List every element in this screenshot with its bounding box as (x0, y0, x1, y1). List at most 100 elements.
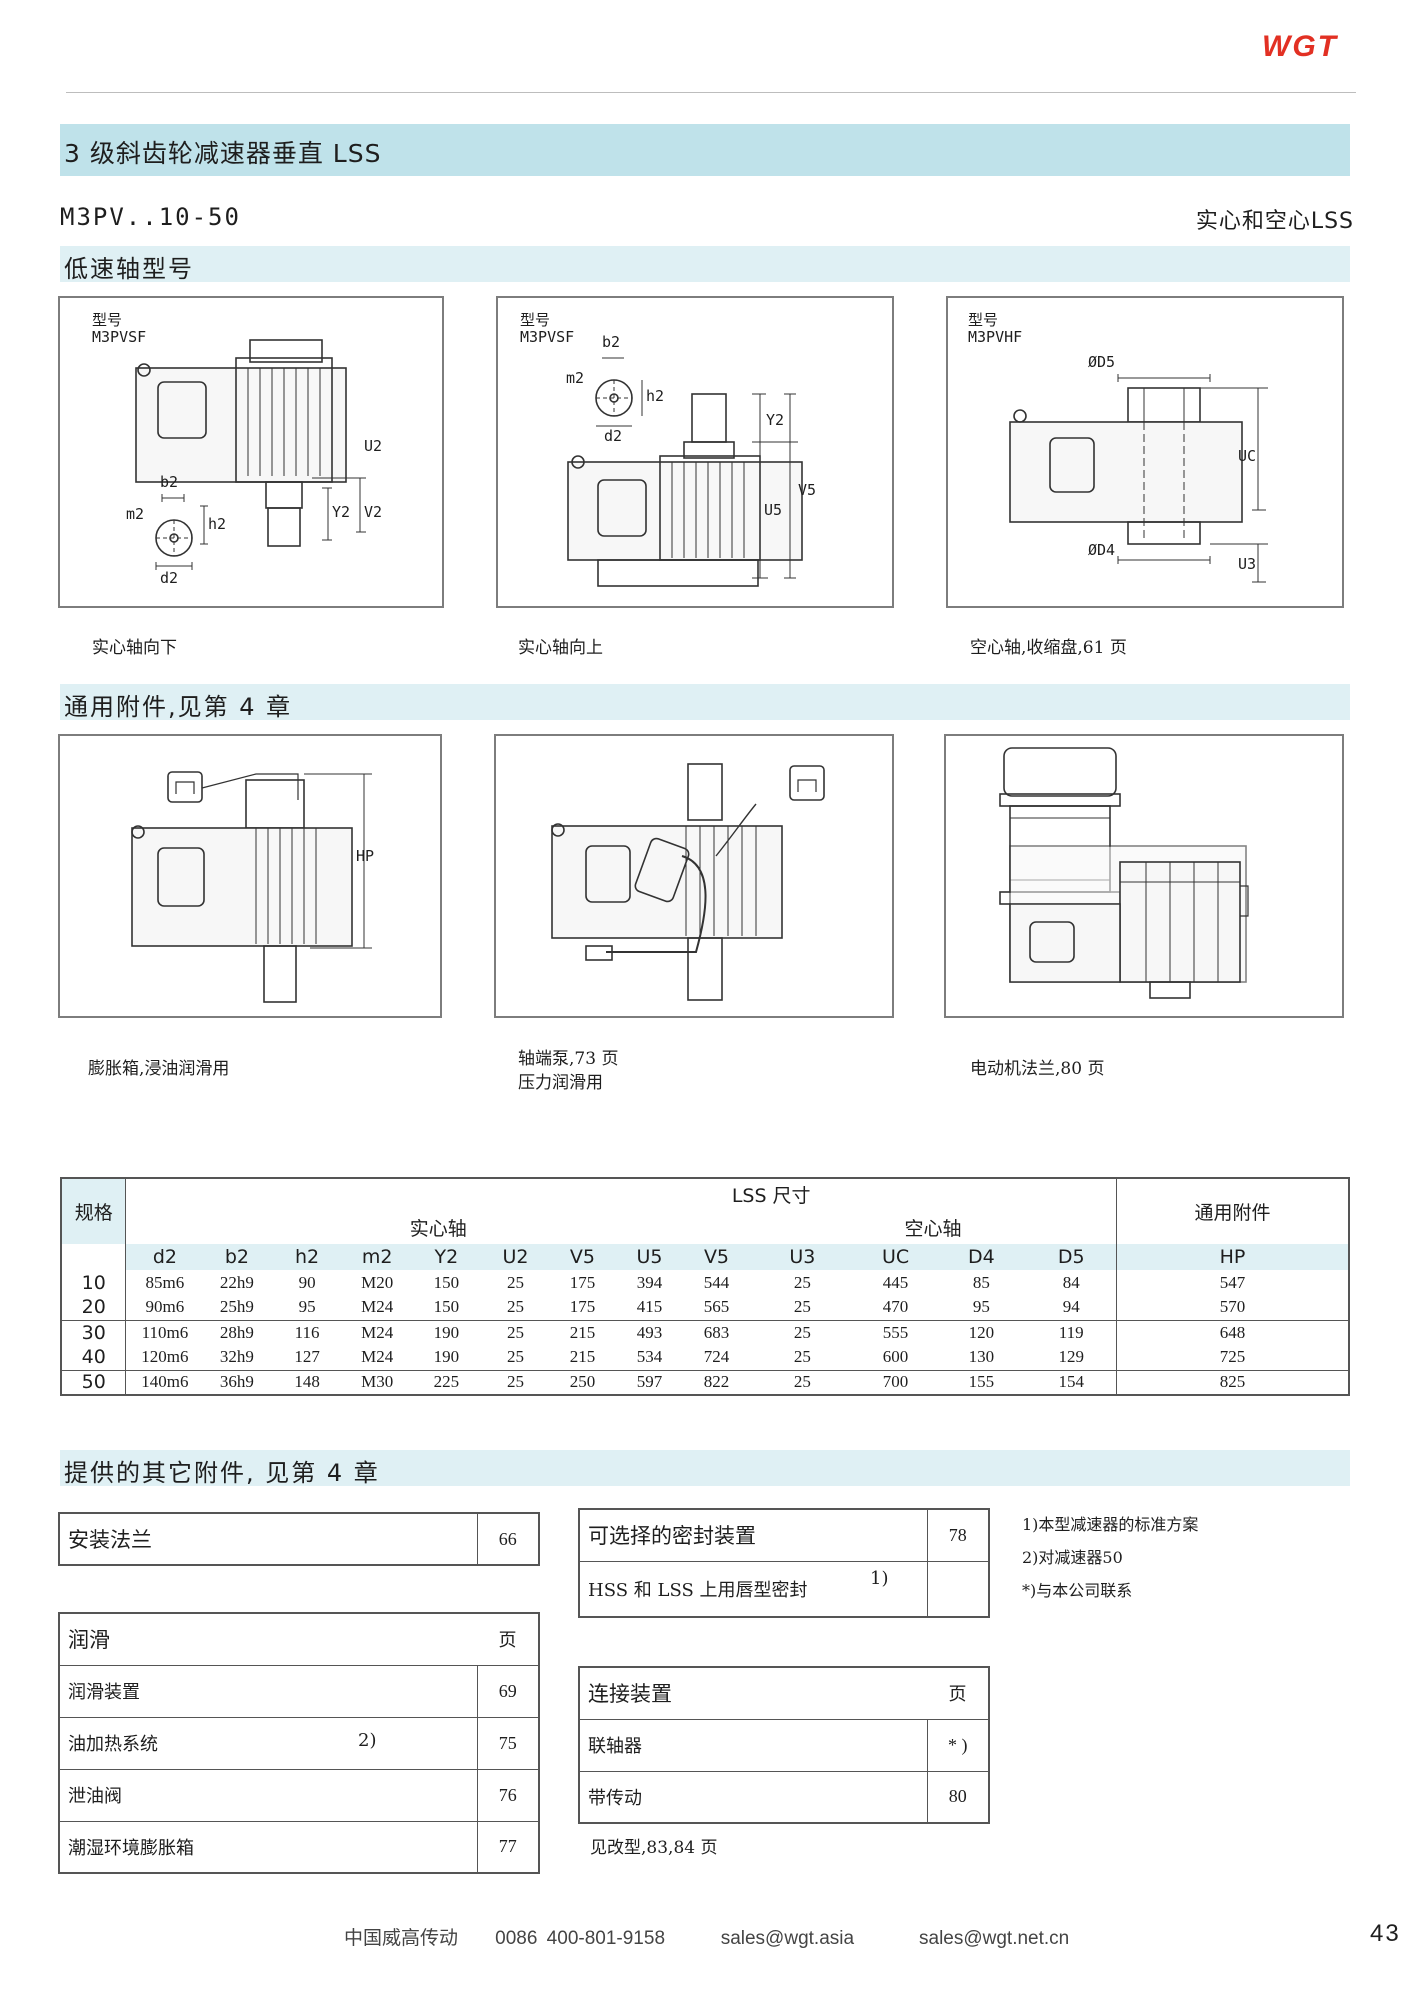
table-row: 30 110m6 28h9 116 M24 190 25 215 493 683… (61, 1320, 1349, 1345)
size-header: 规格 (61, 1178, 127, 1244)
table-cell: 724 (703, 1347, 730, 1367)
col-header: U5 (615, 1244, 683, 1270)
table-cell: M30 (361, 1372, 394, 1392)
table-cell: 250 (569, 1372, 596, 1392)
table-cell: 547 (1115, 1270, 1349, 1295)
table-cell: 25 (506, 1322, 524, 1342)
mount-flange-page: 66 (476, 1512, 540, 1566)
figure-model-code: M3PVSF (92, 328, 147, 346)
seal-item-page (926, 1560, 990, 1618)
size-cell: 20 (61, 1295, 127, 1320)
figure-model-label: 型号 (92, 311, 123, 329)
table-cell: 25 (506, 1372, 524, 1392)
table-cell: 116 (294, 1322, 320, 1342)
figure-hollow-shaft: 型号 M3PVHF ØD5 ØD4 UC U3 (946, 296, 1344, 608)
coupling-item: 带传动 (578, 1770, 928, 1824)
footer-phone: 0086 400-801-9158 (495, 1928, 666, 1949)
group-accessories: 通用附件 (1115, 1178, 1349, 1244)
footer-company: 中国威高传动 (344, 1928, 459, 1949)
figure-model-code: M3PVSF (520, 328, 575, 346)
size-cell: 40 (61, 1345, 127, 1370)
table-cell: M24 (361, 1347, 394, 1367)
caption-shaft-pump-1: 轴端泵,73 页 (518, 1049, 619, 1069)
title-bar (60, 124, 1350, 176)
figure-model-code: M3PVHF (968, 328, 1023, 346)
table-cell: 36h9 (219, 1372, 254, 1392)
coupling-item-page: * ) (926, 1718, 990, 1772)
table-cell: 445 (882, 1272, 909, 1292)
page-title: 3 级斜齿轮减速器垂直 LSS (64, 139, 382, 168)
mount-flange-table: 安装法兰 66 (58, 1512, 540, 1566)
section-title-other: 提供的其它附件, 见第 4 章 (64, 1459, 380, 1487)
table-cell: 25h9 (219, 1297, 254, 1317)
table-cell: 415 (636, 1297, 663, 1317)
col-header: Y2 (410, 1244, 482, 1270)
col-header: d2 (125, 1244, 204, 1270)
dim-y2: Y2 (766, 411, 785, 429)
table-cell: 25 (506, 1272, 524, 1292)
footer-email-asia[interactable]: sales@wgt.asia (720, 1928, 855, 1949)
table-title: LSS 尺寸 (731, 1185, 811, 1207)
caption-expansion-tank: 膨胀箱,浸油润滑用 (88, 1059, 230, 1079)
footer-contact: 中国威高传动 0086 400-801-9158 sales@wgt.asia … (344, 1923, 1069, 1950)
figure-shaft-pump (494, 734, 894, 1018)
dim-d4: ØD4 (1088, 541, 1116, 559)
dim-m2: m2 (126, 505, 145, 523)
table-cell: 175 (569, 1272, 596, 1292)
section-title-lss: 低速轴型号 (64, 255, 194, 283)
table-cell: 25 (506, 1297, 524, 1317)
dim-u5: U5 (764, 501, 783, 519)
col-header: UC (854, 1244, 937, 1270)
dim-uc: UC (1238, 447, 1257, 465)
dim-y2: Y2 (332, 503, 351, 521)
figure-motor-flange (944, 734, 1344, 1018)
table-cell: 95 (972, 1297, 990, 1317)
table-cell: 120m6 (141, 1347, 189, 1367)
figure-solid-shaft-up: 型号 M3PVSF b2 m2 h2 d2 Y2 U5 V5 (496, 296, 894, 608)
dim-u2: U2 (364, 437, 383, 455)
table-row: 10 85m6 22h9 90 M20 150 25 175 394 544 2… (61, 1270, 1349, 1295)
table-cell: 90m6 (145, 1297, 185, 1317)
lube-item-page: 76 (476, 1768, 540, 1822)
dim-u3: U3 (1238, 555, 1257, 573)
col-header: U2 (481, 1244, 549, 1270)
table-cell: 25 (793, 1322, 811, 1342)
table-cell: 565 (703, 1297, 730, 1317)
col-header: V5 (548, 1244, 616, 1270)
table-cell: 148 (294, 1372, 320, 1392)
table-cell: 140m6 (141, 1372, 189, 1392)
col-header: V5 (682, 1244, 750, 1270)
table-cell: 570 (1115, 1295, 1349, 1320)
dim-d2: d2 (604, 427, 623, 445)
col-header: D4 (936, 1244, 1027, 1270)
table-cell: 32h9 (219, 1347, 254, 1367)
section-bar-accessories (60, 684, 1350, 720)
table-cell: 683 (703, 1322, 730, 1342)
table-cell: 215 (569, 1322, 596, 1342)
table-cell: 90 (298, 1272, 316, 1292)
footnote: 1)本型减速器的标准方案 (1022, 1515, 1199, 1534)
table-cell: 825 (1115, 1370, 1349, 1395)
table-cell: 394 (636, 1272, 663, 1292)
lube-item-page: 69 (476, 1664, 540, 1718)
footnotes: 1)本型减速器的标准方案 2)对减速器50 *)与本公司联系 (1022, 1508, 1198, 1607)
table-row: 40 120m6 32h9 127 M24 190 25 215 534 724… (61, 1345, 1349, 1370)
dim-b2: b2 (602, 333, 621, 351)
model-range: M3PV..10-50 (60, 203, 241, 231)
dim-m2: m2 (566, 369, 585, 387)
lube-item-page: 75 (476, 1716, 540, 1770)
dim-d5: ØD5 (1088, 353, 1116, 371)
footer-email-cn[interactable]: sales@wgt.net.cn (919, 1928, 1070, 1949)
table-row: 20 90m6 25h9 95 M24 150 25 175 415 565 2… (61, 1295, 1349, 1320)
table-cell: 600 (882, 1347, 909, 1367)
table-cell: 85m6 (145, 1272, 185, 1292)
table-cell: M20 (361, 1272, 394, 1292)
table-cell: M24 (361, 1297, 394, 1317)
group-hollow-shaft: 空心轴 (904, 1217, 962, 1240)
caption-solid-up: 实心轴向上 (518, 638, 603, 658)
table-cell: 175 (569, 1297, 596, 1317)
seal-page: 78 (926, 1508, 990, 1562)
